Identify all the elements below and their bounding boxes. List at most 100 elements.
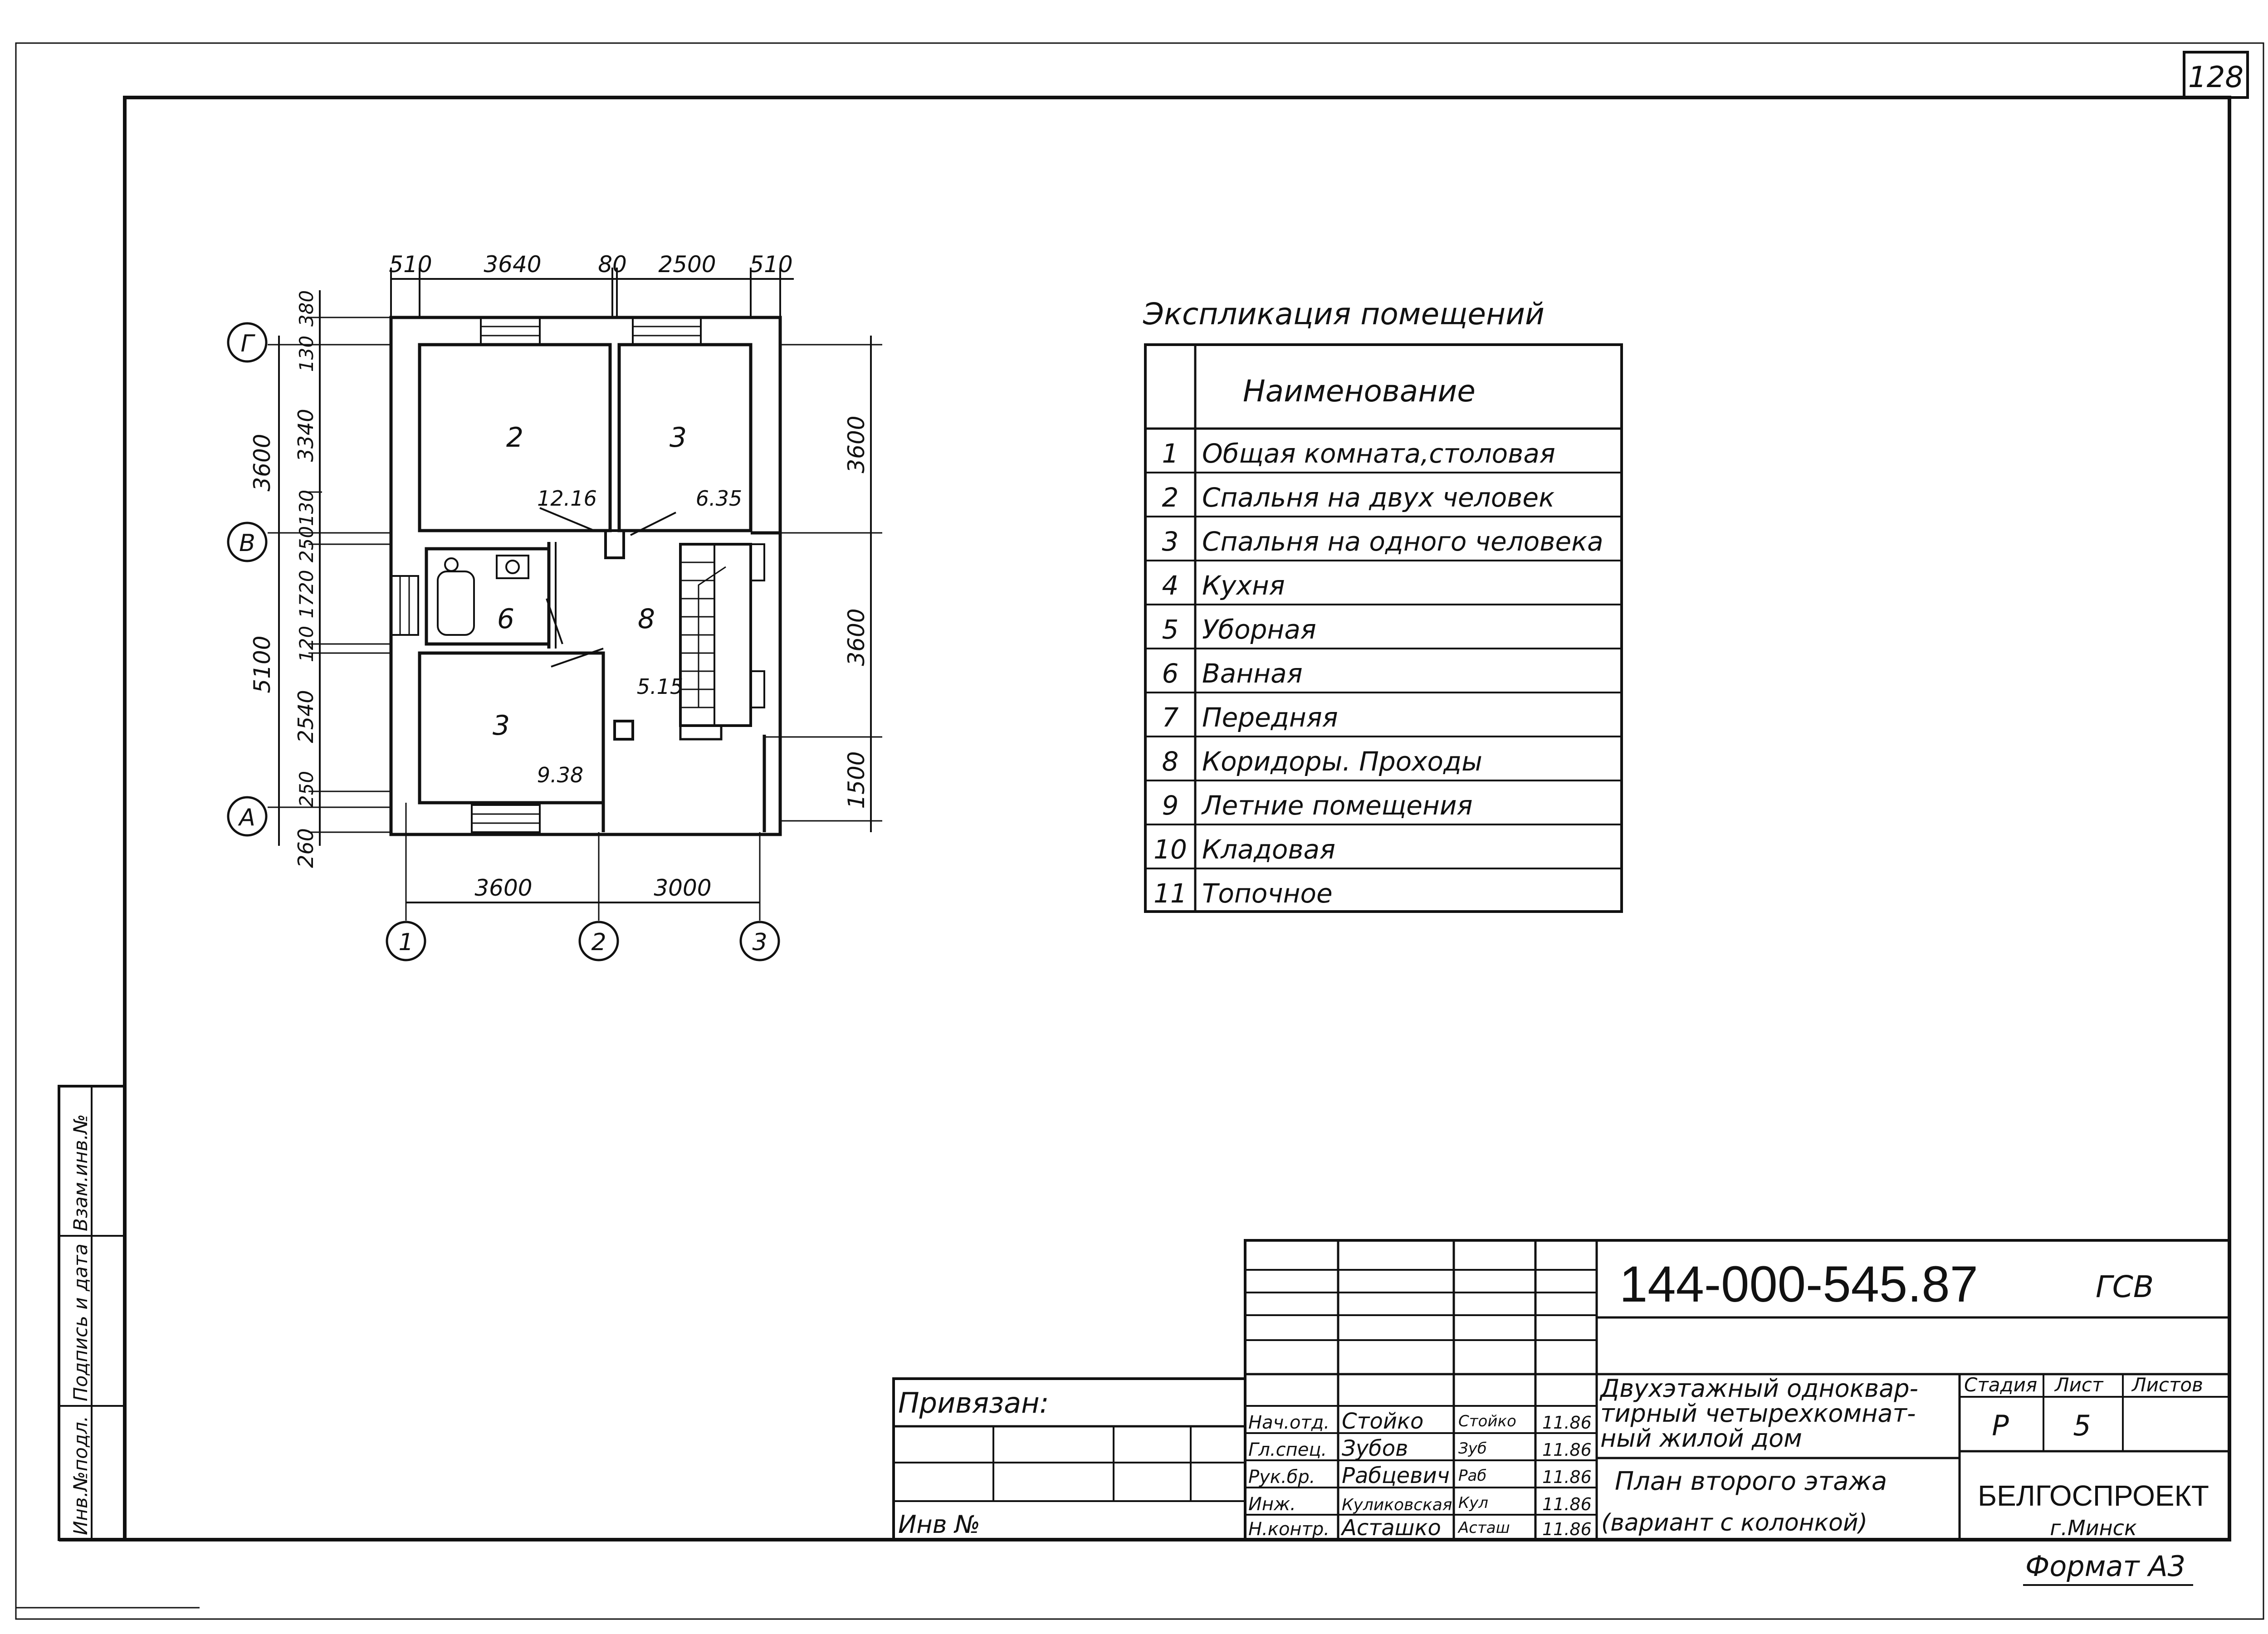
svg-text:Гл.спец.: Гл.спец.: [1248, 1439, 1327, 1460]
svg-text:Общая комната,столовая: Общая комната,столовая: [1202, 438, 1555, 469]
staircase: [679, 543, 765, 741]
top-dim-3: 80: [598, 251, 627, 278]
top-dim-2: 3640: [484, 251, 541, 278]
svg-text:2: 2: [591, 929, 606, 956]
svg-text:Рабцевич: Рабцевич: [1342, 1463, 1450, 1488]
explication-row-6: 6 Ванная: [1162, 658, 1303, 689]
left-inner-130-top: 130: [295, 336, 318, 372]
top-dim-5: 510: [749, 251, 792, 278]
doc-suffix: ГСВ: [2096, 1269, 2154, 1304]
svg-text:8: 8: [1162, 746, 1179, 777]
bottom-dim-3000: 3000: [654, 875, 711, 901]
explication-title: Экспликация помещений: [1143, 297, 1545, 332]
side-stamp-sign: Подпись и дата: [69, 1244, 92, 1401]
svg-text:Раб: Раб: [1458, 1467, 1486, 1485]
area-room-3-bottom: 9.38: [537, 763, 583, 787]
svg-text:Летние помещения: Летние помещения: [1201, 790, 1472, 821]
explication-row-7: 7 Передняя: [1162, 702, 1338, 733]
title-block: Привязан: Инв № Нач.отд. Стойко Стойко 1…: [892, 1239, 2231, 1541]
row-axis-a: А: [227, 796, 268, 837]
side-stamp-inv: Инв.№подл.: [69, 1416, 92, 1535]
top-dim-1: 510: [389, 251, 432, 278]
row-axis-v: В: [227, 522, 268, 562]
left-inner-2540: 2540: [293, 690, 318, 743]
sheet-label: Лист: [2054, 1374, 2104, 1396]
left-window: [390, 575, 419, 636]
stage-label: Стадия: [1964, 1374, 2037, 1396]
organization-name: БЕЛГОСПРОЕКТ: [1978, 1479, 2209, 1512]
left-dimension-chains: 3600 5100 260 130 380 3340 130 250 1720 …: [249, 290, 391, 868]
bath-fixtures: [437, 555, 529, 636]
svg-text:Кул: Кул: [1458, 1494, 1488, 1512]
room-number-6: 6: [497, 603, 514, 635]
svg-text:11.86: 11.86: [1542, 1413, 1592, 1433]
right-dimension-chain: 3600 3600 1500: [764, 336, 882, 832]
svg-text:10: 10: [1154, 834, 1187, 865]
partitions: [418, 343, 753, 832]
right-dim-1500: 1500: [843, 751, 870, 809]
svg-text:11.86: 11.86: [1542, 1467, 1592, 1487]
svg-text:Стойко: Стойко: [1342, 1409, 1423, 1434]
right-dim-3600-mid: 3600: [843, 608, 870, 666]
explication-row-8: 8 Коридоры. Проходы: [1162, 746, 1482, 777]
explication-row-9: 9 Летние помещения: [1162, 790, 1473, 821]
svg-text:Коридоры. Проходы: Коридоры. Проходы: [1202, 746, 1482, 777]
svg-text:Н.контр.: Н.контр.: [1248, 1519, 1330, 1540]
outer-trim-line: [15, 42, 2264, 1620]
column-axis-1: 1: [386, 921, 426, 961]
sheet-title-1: План второго этажа: [1615, 1467, 1887, 1496]
area-room-3-top: 6.35: [696, 486, 742, 511]
stage-value: Р: [1992, 1409, 2009, 1442]
top-dimension-chain: 510 3640 80 2500 510: [389, 251, 794, 317]
inv-no-label: Инв №: [898, 1510, 980, 1539]
sheets-label: Листов: [2131, 1374, 2203, 1396]
left-inner-1720: 1720: [295, 570, 318, 619]
explication-row-3: 3 Спальня на одного человека: [1162, 526, 1603, 557]
svg-text:5: 5: [1162, 614, 1179, 645]
left-dim-3600: 3600: [249, 434, 275, 491]
svg-text:Асташ: Асташ: [1457, 1519, 1510, 1537]
left-inner-3340: 3340: [293, 409, 318, 462]
organization-city: г.Минск: [2050, 1516, 2137, 1540]
row-axis-g: Г: [227, 322, 268, 363]
svg-text:7: 7: [1162, 702, 1179, 733]
svg-text:Уборная: Уборная: [1202, 614, 1316, 645]
svg-text:Передняя: Передняя: [1202, 702, 1338, 733]
bottom-dimension-chain: 3600 3000: [405, 803, 761, 921]
bottom-dim-3600: 3600: [474, 875, 532, 901]
explication-header: Наименование: [1243, 374, 1476, 409]
svg-text:11.86: 11.86: [1542, 1494, 1592, 1514]
svg-text:Топочное: Топочное: [1202, 878, 1333, 909]
room-number-8: 8: [638, 603, 655, 635]
explication-row-4: 4 Кухня: [1162, 570, 1285, 601]
svg-text:2: 2: [1162, 482, 1179, 513]
svg-text:Спальня на одного человека: Спальня на одного человека: [1202, 526, 1603, 557]
sheet-number-box: 128: [2183, 51, 2249, 99]
svg-text:3: 3: [1162, 526, 1179, 557]
room-number-3-top: 3: [670, 422, 687, 454]
signer-row-3: Рук.бр. Рабцевич Раб 11.86: [1248, 1463, 1592, 1488]
svg-text:3: 3: [752, 929, 767, 956]
room-number-3-bottom: 3: [493, 710, 510, 741]
svg-text:Зубов: Зубов: [1342, 1436, 1408, 1461]
signer-row-1: Нач.отд. Стойко Стойко 11.86: [1248, 1409, 1592, 1434]
explication-row-10: 10 Кладовая: [1154, 834, 1335, 865]
area-room-2: 12.16: [537, 486, 597, 511]
column-axis-2: 2: [578, 921, 619, 961]
svg-text:6: 6: [1162, 658, 1179, 689]
svg-text:Нач.отд.: Нач.отд.: [1248, 1412, 1330, 1433]
floor-plan: 510 3640 80 2500 510: [227, 251, 882, 961]
project-line-2: тирный четырехкомнат-: [1600, 1399, 1916, 1428]
left-inner-250-top: 250: [295, 526, 318, 562]
privyazan-label: Привязан:: [898, 1386, 1049, 1419]
svg-text:Ванная: Ванная: [1202, 658, 1303, 689]
svg-text:Г: Г: [241, 330, 256, 357]
left-inner-250-bottom: 250: [295, 771, 318, 807]
svg-text:Спальня на двух человек: Спальня на двух человек: [1202, 482, 1554, 513]
svg-text:11: 11: [1154, 878, 1187, 909]
explication-row-11: 11 Топочное: [1154, 878, 1333, 909]
left-dim-260: 260: [293, 828, 318, 868]
signer-row-5: Н.контр. Асташко Асташ 11.86: [1248, 1515, 1592, 1541]
svg-text:Зуб: Зуб: [1458, 1439, 1487, 1458]
